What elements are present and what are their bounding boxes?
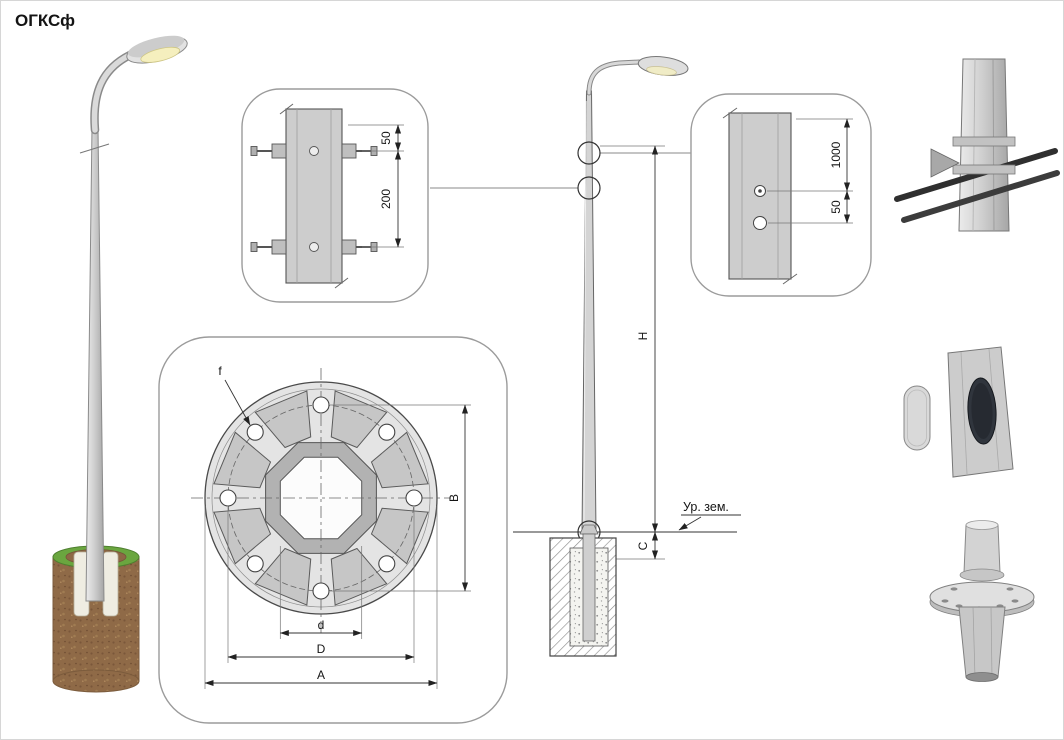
flange-base-3d (929, 520, 1035, 682)
flange-plan-detail-callout: f B d D A (158, 336, 508, 724)
pole-shaft-3d (85, 126, 105, 602)
dim-H-label: H (636, 332, 650, 341)
break-mark (782, 273, 798, 285)
clamp-wedge (930, 148, 960, 178)
pole-3d-render (52, 35, 188, 693)
break-mark (279, 103, 294, 115)
dim-f-label: f (218, 364, 222, 378)
ground-level-annotation: Ур. зем. (678, 500, 741, 531)
mounting-holes-detail-callout: 1000 50 (690, 93, 872, 297)
clamp-band (952, 136, 1016, 147)
clamp-band (952, 164, 1016, 175)
octagon-hole (279, 456, 363, 540)
drawing-title: ОГКСф (15, 11, 75, 30)
foundation-section (549, 524, 617, 657)
break-mark (79, 143, 110, 154)
base-skirt (958, 606, 1006, 678)
dim-50-label: 50 (379, 131, 393, 145)
lamp-lens (140, 46, 181, 63)
dim-1000-label: 1000 (829, 141, 843, 168)
bracket-mount-3d (894, 58, 1060, 232)
pole-section (285, 108, 343, 284)
bracket-arm (586, 59, 642, 96)
dim-200-label: 200 (379, 189, 393, 209)
bracket-clamp-detail-callout: 50 200 (241, 88, 429, 303)
hole-symbol (753, 216, 767, 230)
hatch-cover-3d (903, 346, 1014, 478)
luminaire (637, 56, 689, 76)
pole-elevation-view: H Ур. зем. C (430, 56, 741, 657)
dim-B-label: B (447, 494, 461, 502)
ground-level-label: Ур. зем. (683, 500, 729, 514)
bracket-rod (894, 148, 1058, 202)
break-mark (334, 277, 349, 289)
dim-A-label: A (317, 668, 325, 682)
bracket-arm-3d (90, 49, 137, 135)
luminaire-3d (126, 35, 188, 64)
dim-50-label: 50 (829, 200, 843, 214)
bolt-holes (219, 396, 423, 600)
dim-d-label: d (318, 618, 325, 632)
detail-marker-upper (577, 141, 601, 165)
bracket-rod (901, 170, 1060, 223)
hand-hole-cover (903, 385, 931, 451)
detail-marker-lower (577, 176, 601, 200)
embedded-pole (582, 533, 596, 642)
base-flare (579, 524, 599, 535)
dim-C-label: C (636, 541, 650, 550)
break-mark (722, 107, 738, 119)
dim-D-label: D (317, 642, 326, 656)
